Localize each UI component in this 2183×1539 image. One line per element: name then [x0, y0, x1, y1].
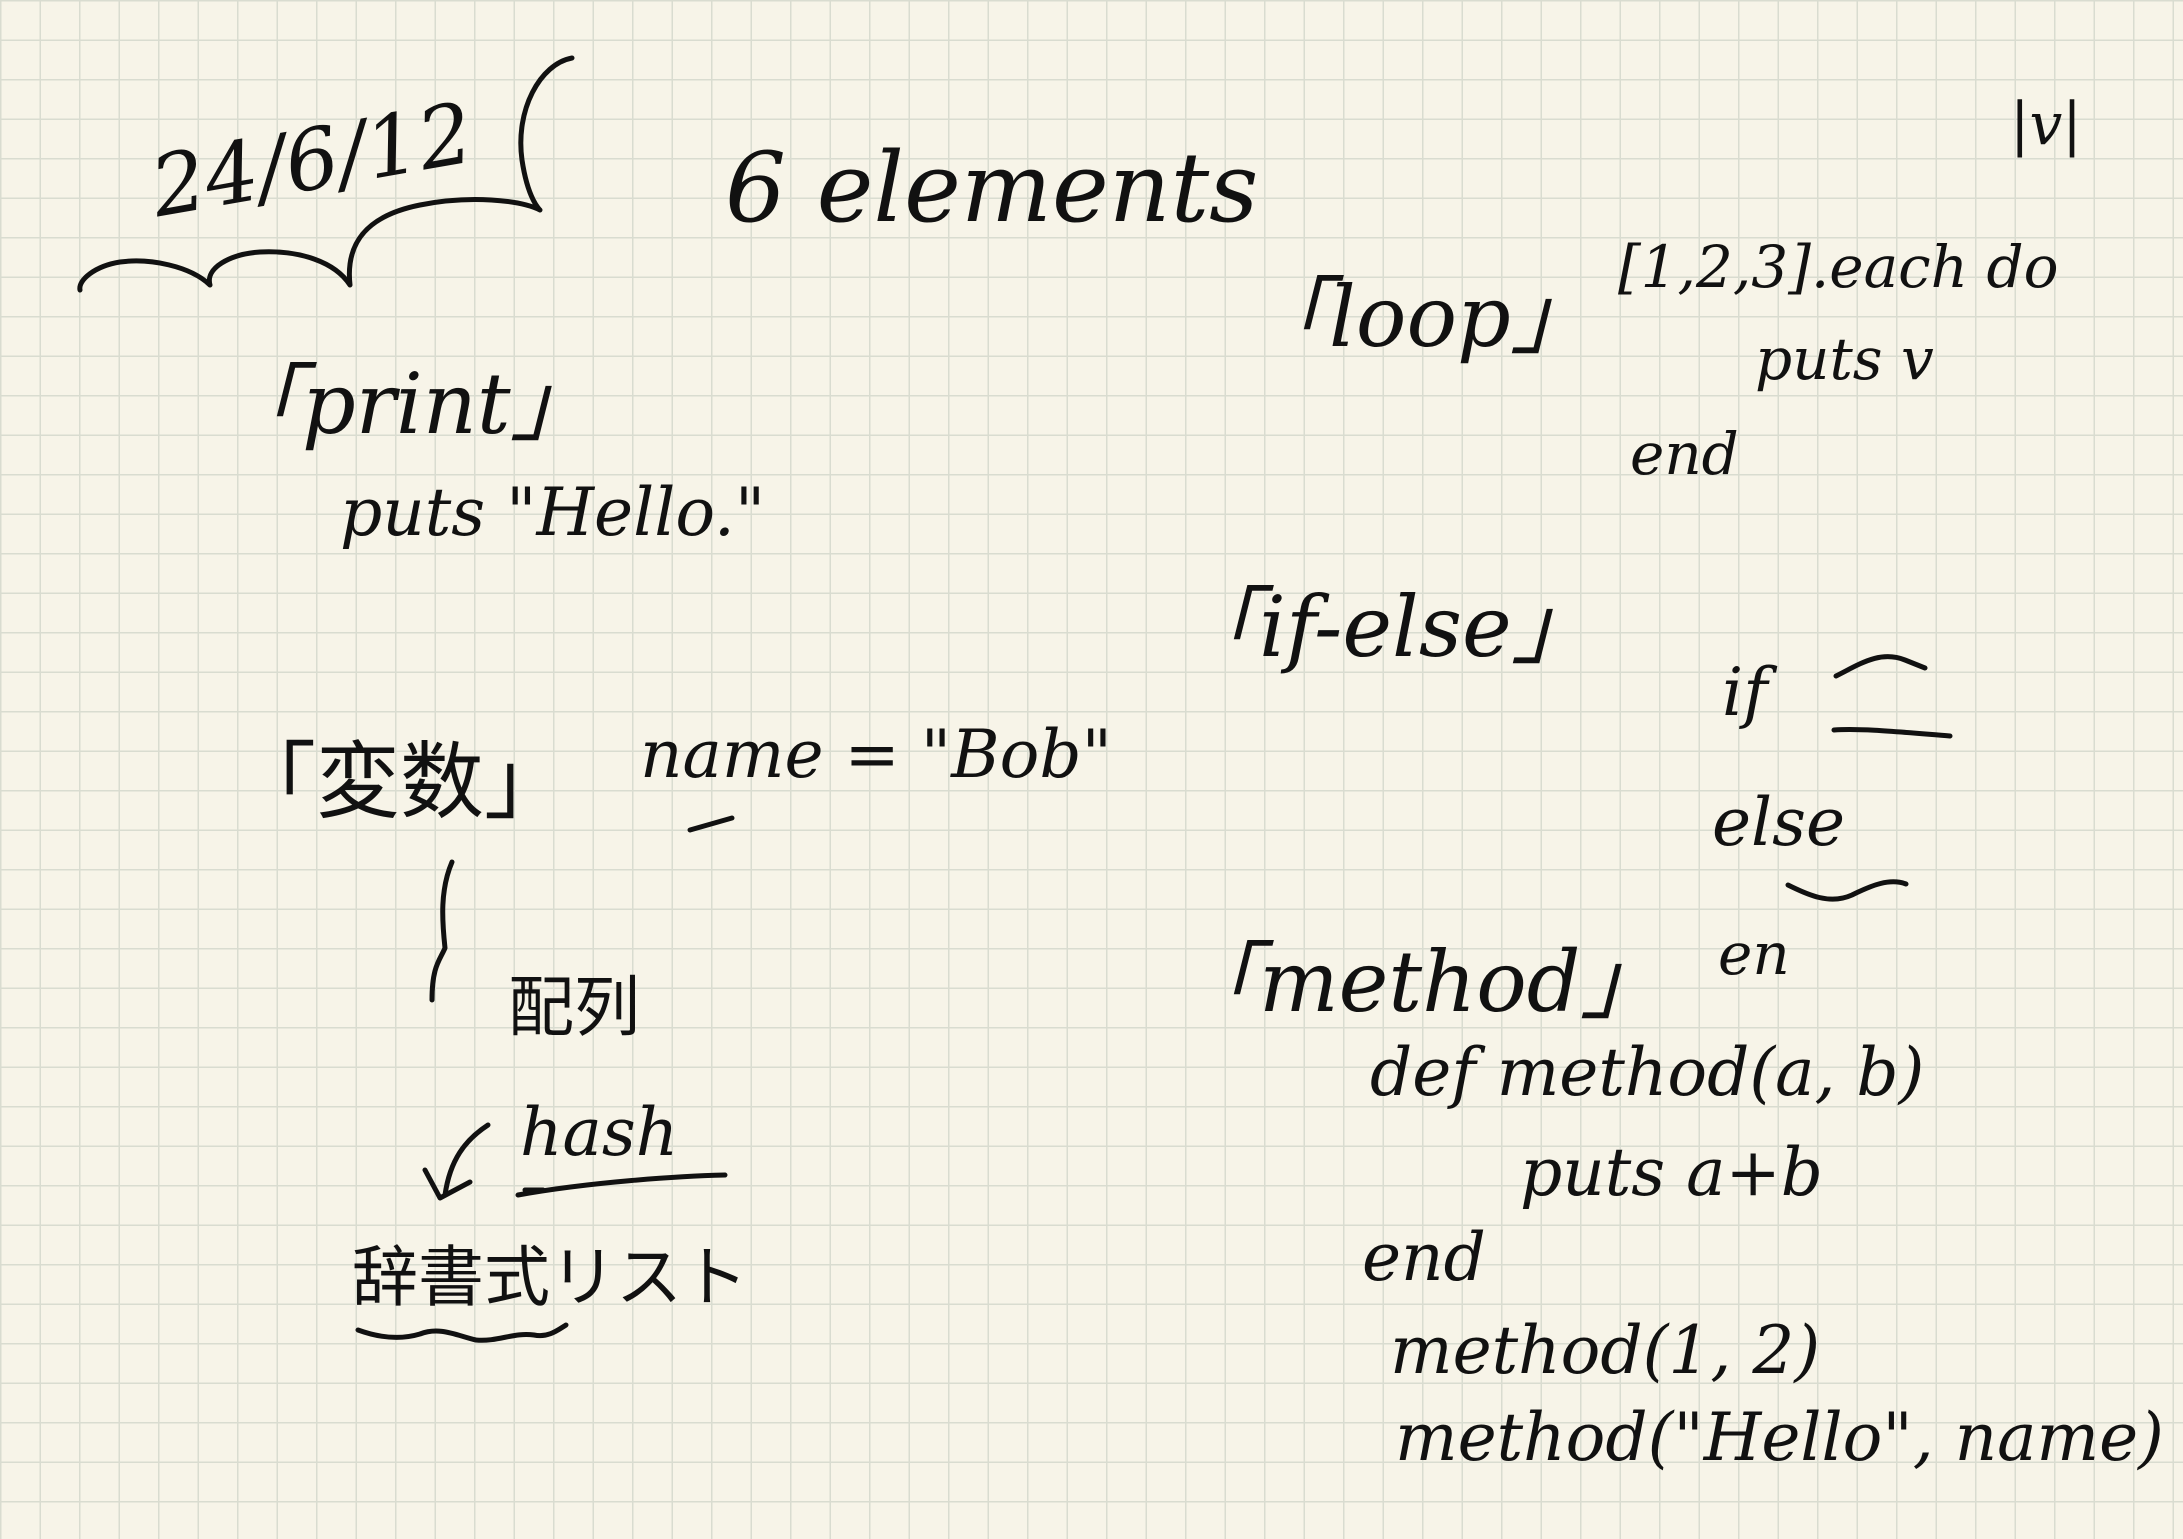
print-heading: 「print」: [218, 355, 595, 453]
underline-stroke: [687, 815, 735, 833]
loop-code-line: [1,2,3].each do: [1618, 233, 2059, 301]
hash-alias-label: 辞書式リスト: [352, 1239, 748, 1316]
method-code-line: method("Hello", name): [1395, 1399, 2164, 1476]
hash-label: hash: [520, 1094, 679, 1171]
tilde-stroke: [1831, 726, 1953, 739]
print-code: puts "Hello.": [340, 474, 766, 551]
hash-underline-stroke: [515, 1172, 728, 1198]
method-code-line: def method(a, b): [1370, 1034, 1925, 1111]
if-else-code-line: else: [1712, 784, 1846, 861]
array-label: 配列: [508, 969, 640, 1046]
variable-heading: 「変数」: [232, 733, 569, 831]
loop-code-line: end: [1630, 420, 1739, 488]
flourish-stroke: [77, 55, 575, 293]
variable-code: name = "Bob": [640, 716, 1112, 793]
page-title: 6 elements: [725, 132, 1259, 244]
tilde-stroke: [1785, 879, 1909, 902]
loop-code-line: puts v: [1755, 325, 1934, 393]
loop-heading: 「loop」: [1245, 268, 1595, 366]
squiggle-stroke: [355, 1322, 569, 1343]
brace-stroke: [429, 859, 455, 1003]
method-heading: 「method」: [1175, 933, 1665, 1031]
method-code-line: puts a+b: [1520, 1134, 1824, 1211]
method-code-line: method(1, 2): [1390, 1312, 1821, 1389]
if-else-code-line: if: [1722, 654, 1768, 731]
tilde-stroke: [1833, 654, 1928, 679]
arrow-stroke: [422, 1122, 491, 1201]
if-else-heading: 「if-else」: [1175, 578, 1596, 676]
method-code-line: end: [1362, 1219, 1486, 1296]
corner-mark: |v|: [2010, 90, 2082, 158]
if-else-code-line: en: [1718, 920, 1790, 988]
